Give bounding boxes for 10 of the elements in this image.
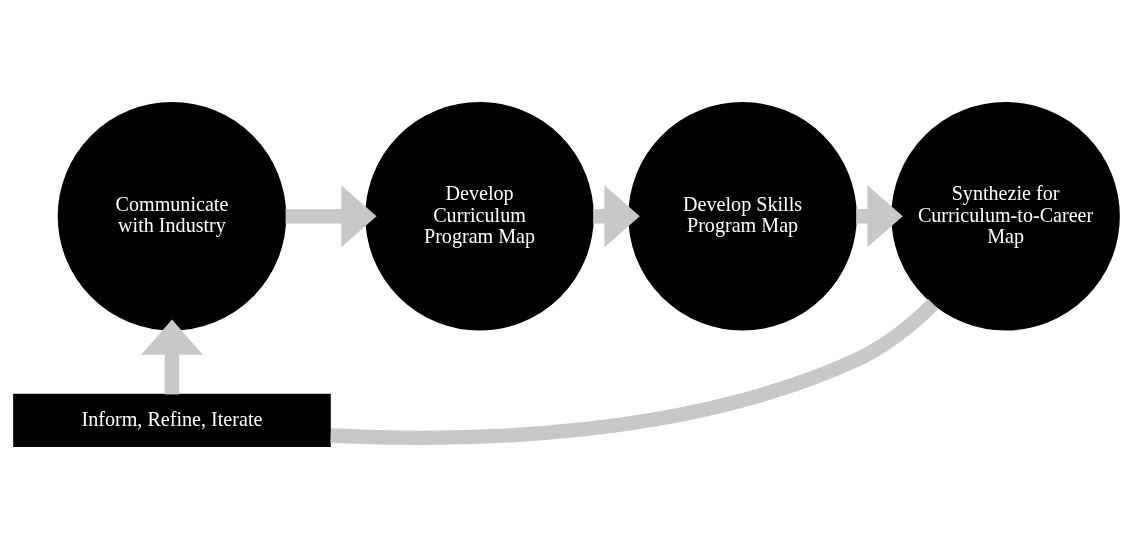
arrow [856,184,903,247]
node-circle: Develop Skills Program Map [628,101,857,331]
node-circle: Develop Curriculum Program Map [365,101,594,331]
arrow [285,184,377,247]
arrow [593,184,640,247]
node-box: Inform, Refine, Iterate [13,393,331,447]
connector [330,298,939,445]
node-circle: Synthezie for Curriculum-to-Career Map [891,101,1120,331]
arrow [141,319,203,394]
node-circle: Communicate with Industry [57,101,287,331]
